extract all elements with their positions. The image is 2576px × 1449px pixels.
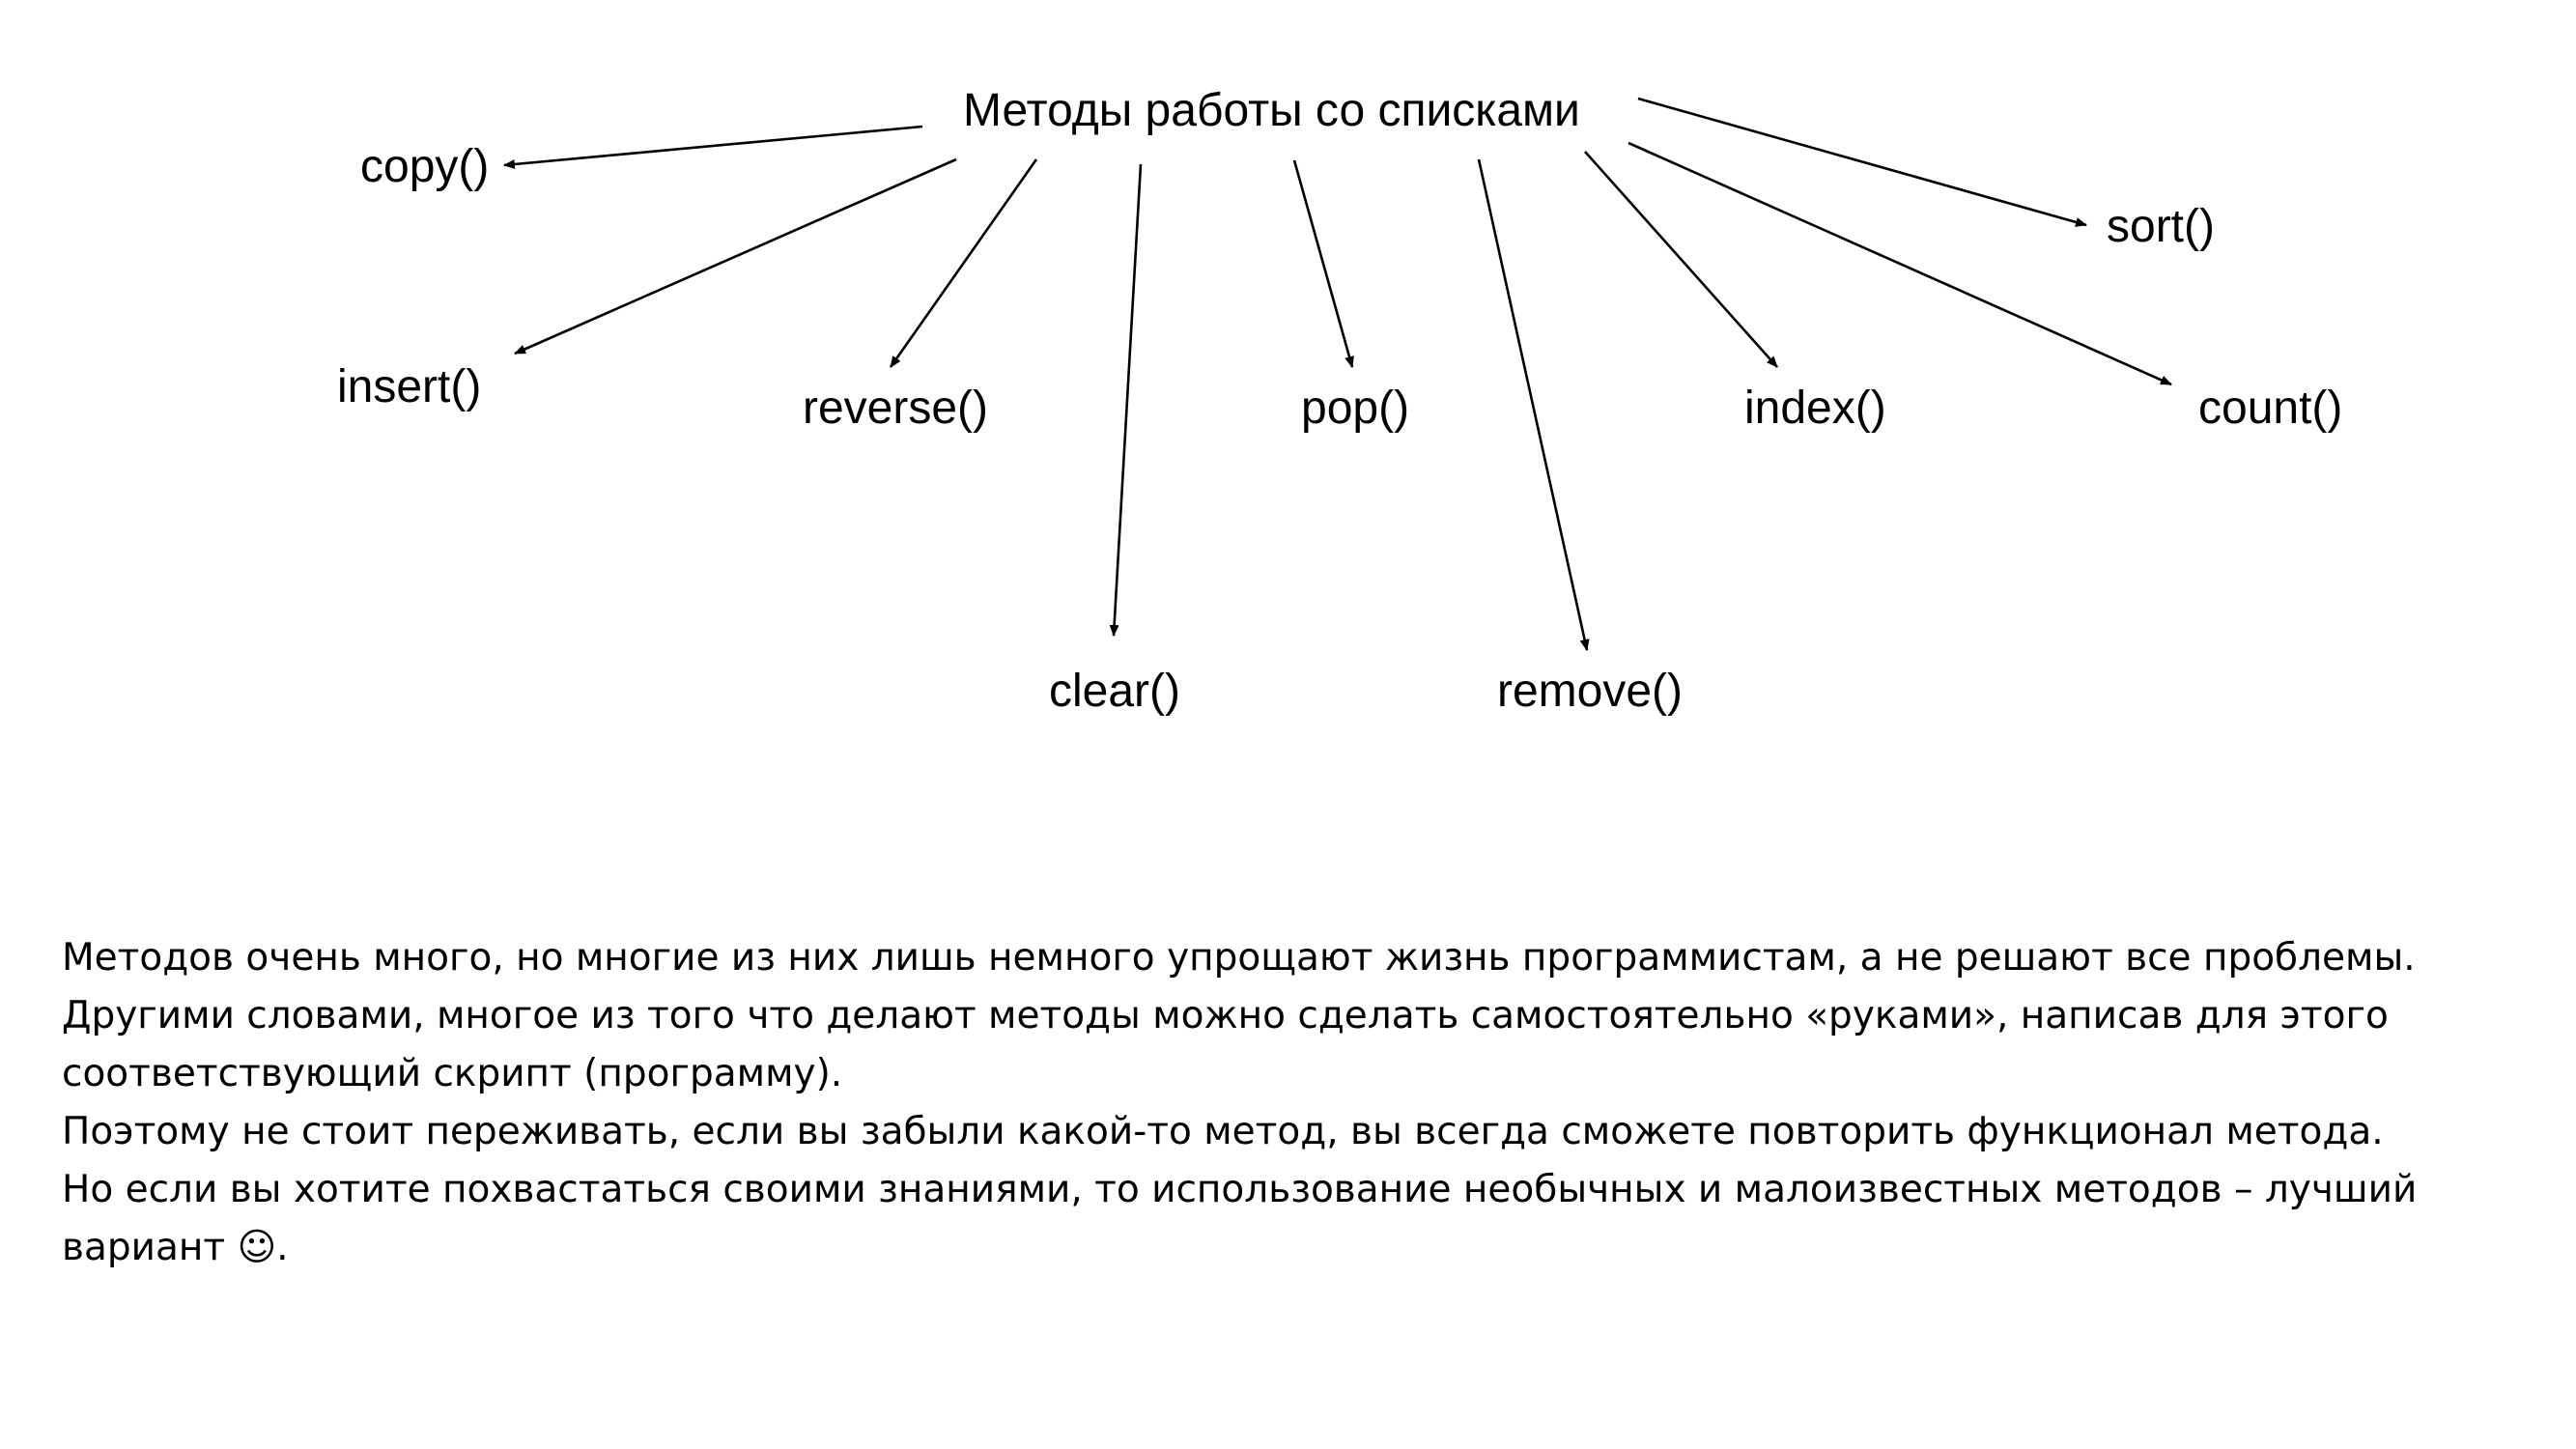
arrow-to-index xyxy=(1584,151,1778,368)
arrow-to-insert xyxy=(514,157,957,355)
method-count: count() xyxy=(2198,383,2342,434)
description-line: Поэтому не стоит переживать, если вы заб… xyxy=(62,1110,2384,1153)
description-line: Но если вы хотите похвастаться своими зн… xyxy=(62,1168,2418,1211)
diagram-root-title: Методы работы со списками xyxy=(963,85,1580,136)
arrow-to-count xyxy=(1628,141,2172,386)
arrow-to-pop xyxy=(1292,159,1354,368)
method-index: index() xyxy=(1744,383,1886,434)
method-remove: remove() xyxy=(1497,666,1683,717)
arrow-to-remove xyxy=(1477,158,1590,651)
arrow-to-clear xyxy=(1109,163,1143,637)
description-line: вариант ☺. xyxy=(62,1226,289,1269)
method-insert: insert() xyxy=(337,361,481,412)
description-line: Другими словами, многое из того что дела… xyxy=(62,994,2389,1037)
method-copy: copy() xyxy=(360,141,489,192)
description-line: соответствующий скрипт (программу). xyxy=(62,1052,843,1095)
method-reverse: reverse() xyxy=(803,383,988,434)
description-text: Методов очень много, но многие из них ли… xyxy=(62,929,2534,1277)
method-pop: pop() xyxy=(1301,383,1409,434)
arrow-to-copy xyxy=(503,125,923,169)
method-clear: clear() xyxy=(1049,666,1180,717)
method-sort: sort() xyxy=(2107,201,2215,252)
arrow-to-sort xyxy=(1637,97,2087,227)
description-line: Методов очень много, но многие из них ли… xyxy=(62,936,2416,980)
arrow-to-reverse xyxy=(889,158,1038,368)
